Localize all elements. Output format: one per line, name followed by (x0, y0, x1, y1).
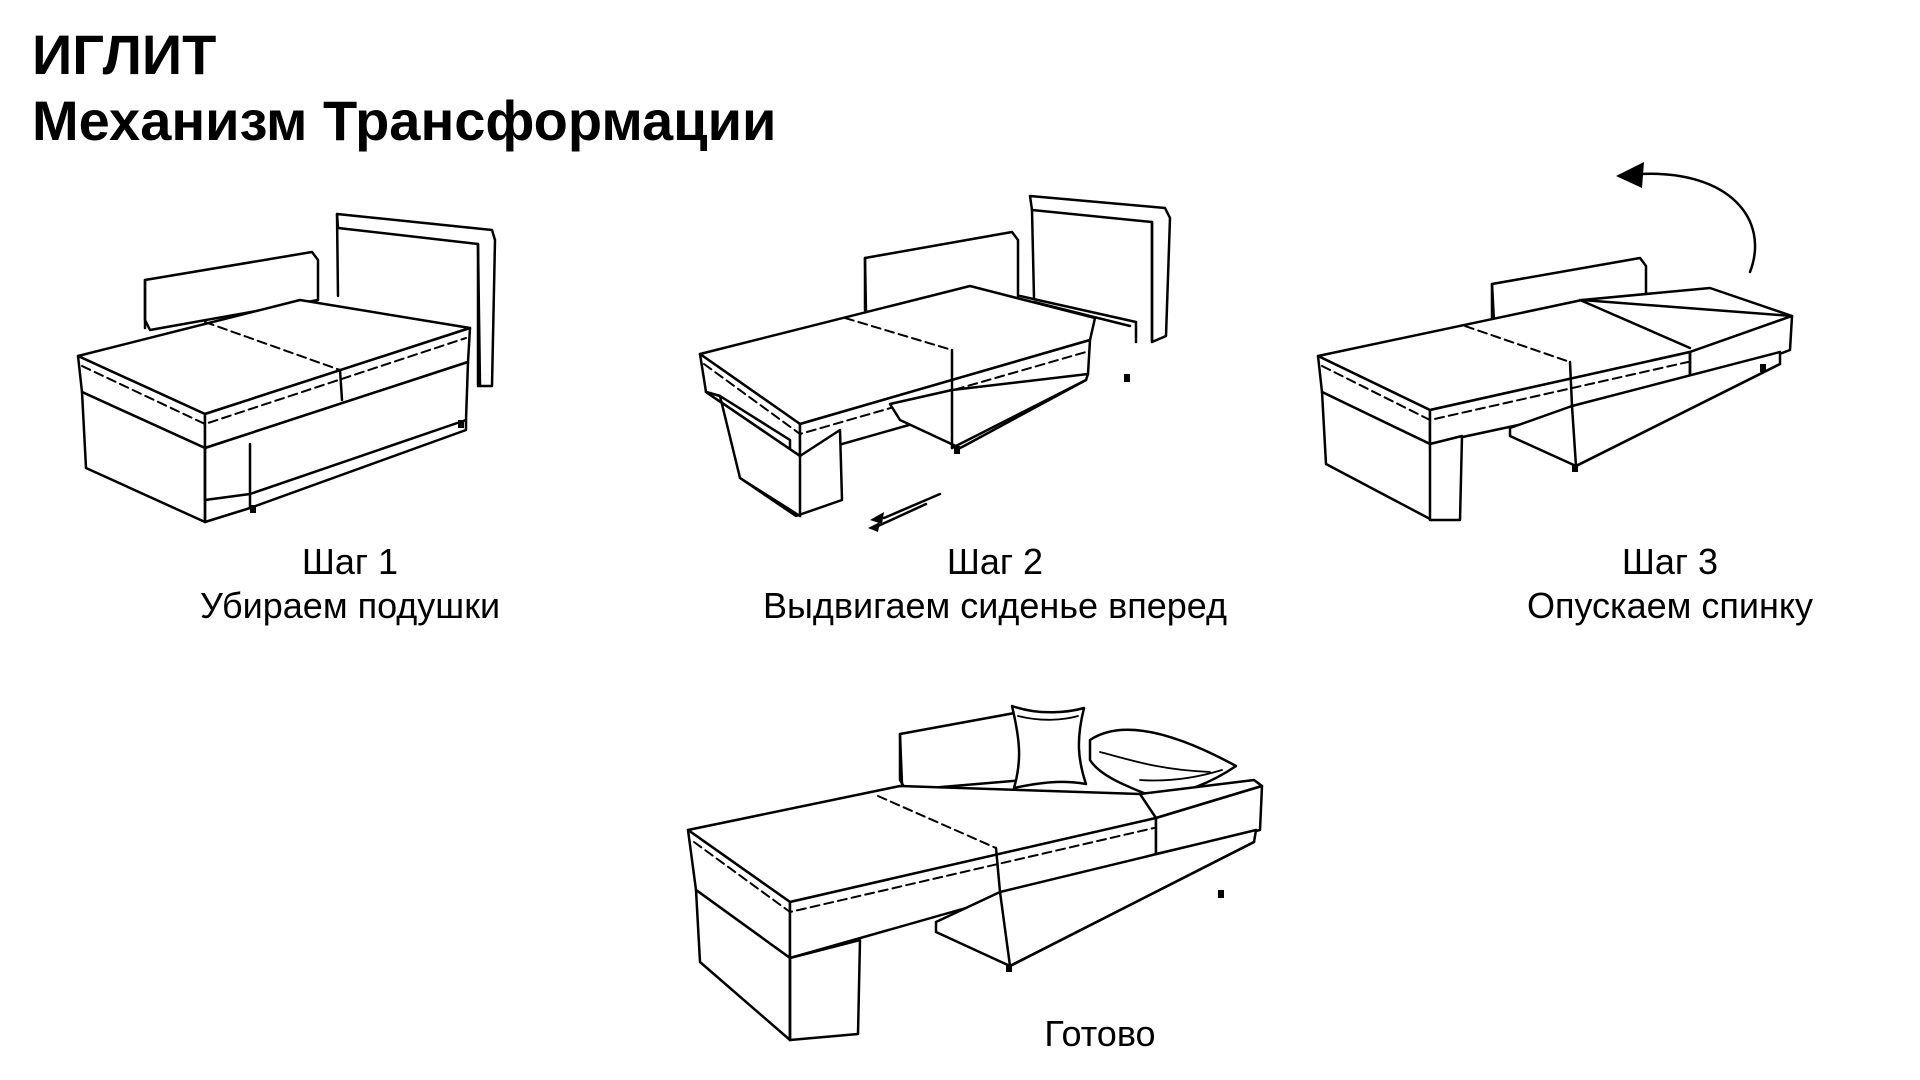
sofa-step2-illustration (698, 194, 1172, 518)
motion-arrows-icon (868, 492, 942, 532)
rotate-arrow-icon (1616, 162, 1757, 274)
step-2-number: Шаг 2 (946, 541, 1044, 582)
title-block: ИГЛИТ Механизм Трансформации (32, 22, 776, 154)
step-3-number: Шаг 3 (1621, 541, 1719, 582)
step-2-action: Выдвигаем сиденье вперед (763, 585, 1227, 626)
step-1-action: Убираем подушки (199, 585, 501, 626)
step-1-number: Шаг 1 (301, 541, 399, 582)
brand-title: ИГЛИТ (32, 23, 217, 86)
step-3-action: Опускаем спинку (1526, 585, 1814, 626)
final-caption: Готово (1000, 1012, 1200, 1056)
sofa-bed-illustration (686, 704, 1264, 1042)
mechanism-subtitle: Механизм Трансформации (32, 89, 777, 152)
sofa-step3-illustration (1316, 256, 1794, 522)
sofa-step1-illustration (76, 212, 497, 524)
step-3-caption: Шаг 3 Опускаем спинку (1500, 540, 1840, 628)
done-label: Готово (1044, 1013, 1156, 1054)
pillow-icon (1010, 704, 1238, 800)
step-1-caption: Шаг 1 Убираем подушки (185, 540, 515, 628)
step-2-caption: Шаг 2 Выдвигаем сиденье вперед (735, 540, 1255, 628)
